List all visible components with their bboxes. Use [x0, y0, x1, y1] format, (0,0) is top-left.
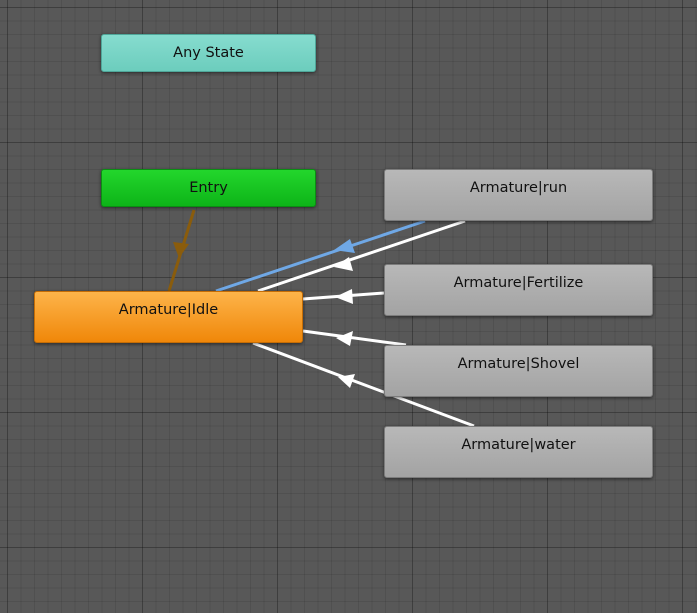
state-label: Armature|run	[469, 180, 568, 196]
state-node-water[interactable]: Armature|water	[384, 426, 653, 478]
state-node-shovel[interactable]: Armature|Shovel	[384, 345, 653, 397]
state-label: Armature|Shovel	[457, 356, 580, 372]
state-label: Armature|Idle	[118, 302, 219, 318]
arrowhead-icon	[335, 289, 353, 304]
state-label: Armature|Fertilize	[453, 275, 584, 291]
state-node-run[interactable]: Armature|run	[384, 169, 653, 221]
transition-run-to-idle[interactable]	[257, 219, 466, 293]
transition-fertilize-to-idle[interactable]	[302, 289, 385, 304]
state-label: Armature|water	[461, 437, 576, 453]
arrowhead-icon	[334, 257, 353, 271]
arrowhead-icon	[173, 242, 189, 258]
state-node-entry[interactable]: Entry	[101, 169, 316, 207]
arrowhead-icon	[338, 374, 355, 388]
transition-entry-to-idle[interactable]	[167, 209, 196, 292]
transition-idle-to-run[interactable]	[215, 219, 426, 293]
state-node-fertilize[interactable]: Armature|Fertilize	[384, 264, 653, 316]
state-node-idle[interactable]: Armature|Idle	[34, 291, 303, 343]
arrowhead-icon	[336, 331, 353, 346]
transition-shovel-to-idle[interactable]	[302, 329, 407, 347]
arrowhead-icon	[334, 239, 355, 253]
state-label: Entry	[189, 180, 228, 196]
state-node-any-state[interactable]: Any State	[101, 34, 316, 72]
transition-water-to-idle[interactable]	[252, 341, 475, 428]
state-label: Any State	[173, 45, 244, 61]
